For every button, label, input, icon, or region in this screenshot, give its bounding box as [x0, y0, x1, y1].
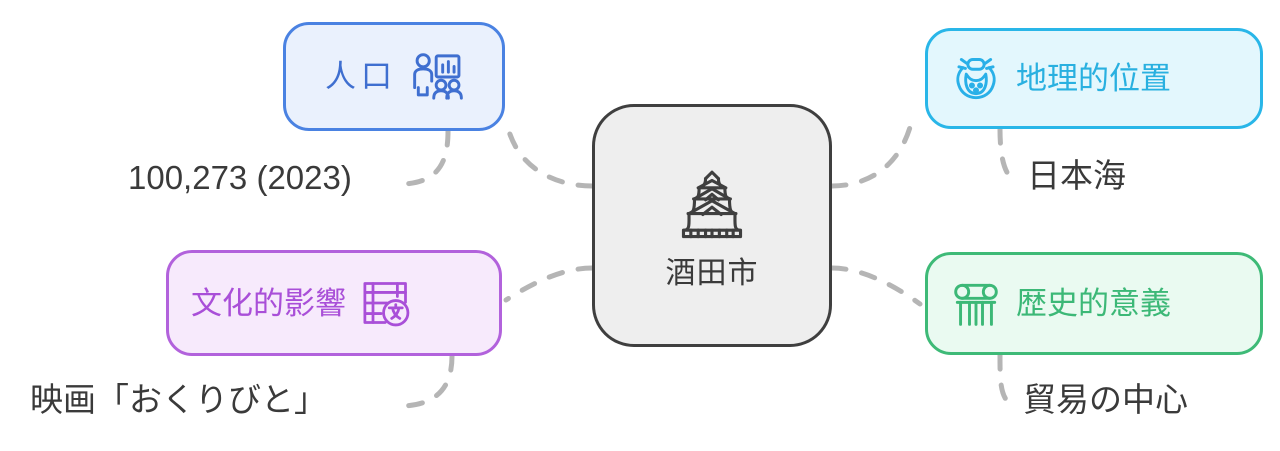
branch-label-population: 人口: [325, 59, 397, 94]
branch-label-history: 歴史的意義: [1016, 286, 1171, 321]
leaf-label-geography: 日本海: [1027, 157, 1126, 194]
connector-population-to-leaf: [401, 128, 451, 187]
connector-center-to-population: [505, 125, 595, 189]
connector-geography-to-leaf: [997, 126, 1021, 185]
branch-label-culture: 文化的影響: [191, 285, 346, 321]
connector-center-to-geography: [829, 117, 915, 189]
namahage-mask-icon: [956, 57, 996, 99]
leaf-label-culture: 映画「おくりびと」: [30, 381, 327, 418]
branch-card-history[interactable]: 歴史的意義: [925, 252, 1263, 355]
connector-center-to-history: [829, 265, 923, 307]
center-node[interactable]: 酒田市: [592, 104, 832, 347]
connector-history-to-leaf: [997, 352, 1017, 409]
connector-center-to-culture: [503, 265, 595, 303]
leaf-label-population: 100,273 (2023): [128, 159, 352, 196]
branch-card-geography[interactable]: 地理的位置: [925, 28, 1263, 129]
branch-card-population[interactable]: 人口: [283, 22, 505, 131]
presentation-people-icon: [413, 52, 463, 100]
castle-icon: [681, 170, 743, 238]
branch-label-geography: 地理的位置: [1016, 61, 1171, 96]
classical-column-icon: [954, 283, 998, 326]
leaf-label-history: 貿易の中心: [1023, 381, 1188, 418]
center-node-label: 酒田市: [665, 256, 759, 290]
branch-card-culture[interactable]: 文化的影響: [166, 250, 502, 356]
connector-culture-to-leaf: [401, 353, 455, 409]
film-strip-subtitle-icon: [363, 282, 410, 327]
